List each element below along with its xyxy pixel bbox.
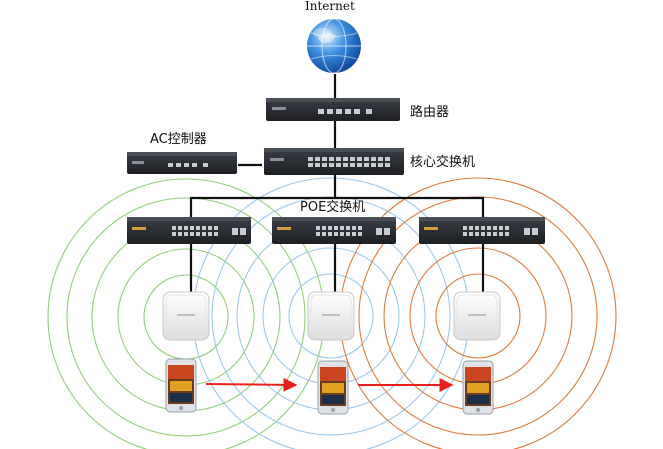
switch-port xyxy=(208,226,212,230)
smartphone-center xyxy=(317,360,349,415)
switch-port xyxy=(475,226,479,230)
switch-port xyxy=(371,157,376,161)
switch-port xyxy=(352,232,356,236)
switch-port xyxy=(322,163,327,167)
internet-globe-icon xyxy=(307,18,361,74)
network-cables xyxy=(189,74,485,292)
switch-port xyxy=(481,226,485,230)
switch-port xyxy=(346,232,350,236)
switch-port xyxy=(343,157,348,161)
switch-port xyxy=(350,163,355,167)
switch-port xyxy=(214,232,218,236)
switch-port xyxy=(357,157,362,161)
switch-port xyxy=(469,226,473,230)
switch-port xyxy=(505,226,509,230)
switch-port xyxy=(316,232,320,236)
access-point-center xyxy=(307,291,355,341)
poe-switch-center xyxy=(272,217,396,244)
switch-port xyxy=(481,232,485,236)
switch-port xyxy=(184,232,188,236)
switch-port xyxy=(378,163,383,167)
smartphone-right xyxy=(462,360,494,415)
switch-port xyxy=(328,232,332,236)
switch-port xyxy=(385,163,390,167)
switch-port xyxy=(463,232,467,236)
switch-port xyxy=(322,157,327,161)
internet-label: Internet xyxy=(305,0,355,13)
switch-port xyxy=(340,226,344,230)
switch-port xyxy=(308,157,313,161)
switch-port xyxy=(190,232,194,236)
switch-port xyxy=(358,226,362,230)
switch-port xyxy=(322,226,326,230)
switch-port xyxy=(358,232,362,236)
switch-port xyxy=(385,157,390,161)
switch-port xyxy=(202,226,206,230)
switch-port xyxy=(316,226,320,230)
smartphone-left xyxy=(165,358,197,413)
switch-port xyxy=(315,163,320,167)
switch-port xyxy=(343,163,348,167)
switch-port xyxy=(336,157,341,161)
switch-port xyxy=(475,232,479,236)
core-switch-device xyxy=(264,148,404,175)
switch-port xyxy=(308,163,313,167)
switch-port xyxy=(208,232,212,236)
switch-port xyxy=(493,232,497,236)
poe-switch-right xyxy=(419,217,545,244)
core-switch-label: 核心交换机 xyxy=(410,155,476,170)
router-label: 路由器 xyxy=(410,105,450,120)
switch-port xyxy=(378,157,383,161)
switch-port xyxy=(202,232,206,236)
ac-controller-label: AC控制器 xyxy=(150,132,207,147)
switch-port xyxy=(172,226,176,230)
switch-port xyxy=(178,232,182,236)
switch-port xyxy=(364,157,369,161)
switch-port xyxy=(346,226,350,230)
switch-port xyxy=(172,232,176,236)
switch-port xyxy=(322,232,326,236)
switch-port xyxy=(469,232,473,236)
switch-port xyxy=(328,226,332,230)
switch-port xyxy=(340,232,344,236)
switch-port xyxy=(352,226,356,230)
switch-port xyxy=(196,226,200,230)
switch-port xyxy=(487,226,491,230)
switch-port xyxy=(493,226,497,230)
switch-port xyxy=(178,226,182,230)
poe-switch-label: POE交换机 xyxy=(300,200,366,215)
switch-port xyxy=(315,157,320,161)
switch-port xyxy=(329,157,334,161)
switch-port xyxy=(329,163,334,167)
switch-port xyxy=(334,232,338,236)
switch-port xyxy=(463,226,467,230)
switch-port xyxy=(214,226,218,230)
switch-port xyxy=(196,232,200,236)
ac-controller-device xyxy=(127,152,237,174)
switch-port xyxy=(487,232,491,236)
switch-port xyxy=(184,226,188,230)
switch-port xyxy=(334,226,338,230)
switch-port xyxy=(364,163,369,167)
switch-port xyxy=(190,226,194,230)
switch-port xyxy=(357,163,362,167)
roaming-arrow-left-to-center xyxy=(205,377,298,392)
switch-port xyxy=(505,232,509,236)
poe-switch-left xyxy=(127,217,251,244)
switch-port xyxy=(499,232,503,236)
access-point-right xyxy=(453,291,501,341)
switch-port xyxy=(371,163,376,167)
switch-port xyxy=(499,226,503,230)
switch-port xyxy=(336,163,341,167)
switch-port xyxy=(350,157,355,161)
access-point-left xyxy=(162,291,210,341)
router-device xyxy=(266,98,400,121)
